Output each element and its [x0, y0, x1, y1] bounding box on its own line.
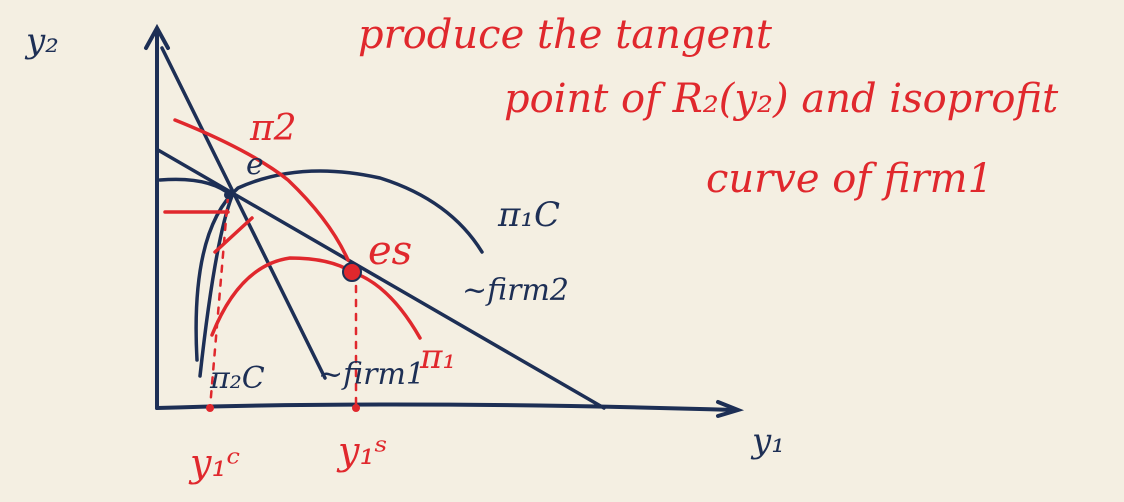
- label-e: e: [246, 147, 264, 182]
- x-axis: [155, 402, 737, 412]
- label-pi1: π₁: [419, 337, 456, 377]
- point-e: [224, 191, 232, 199]
- x-axis-arrow: [716, 400, 745, 418]
- point-y1c: [206, 404, 214, 412]
- label-firm2: ~firm2: [462, 273, 569, 308]
- note-line2: point of R₂(y₂) and isoprofit: [504, 76, 1059, 122]
- label-pi1c: π₁C: [497, 195, 560, 235]
- label-y1s: y₁ˢ: [336, 429, 388, 473]
- x-axis-label: y₁: [750, 421, 785, 461]
- note-line3: curve of firm1: [706, 156, 993, 202]
- label-pi2: π2: [249, 108, 297, 149]
- note-line1: produce the tangent: [358, 12, 773, 58]
- label-pi2c: π₂C: [209, 361, 265, 396]
- point-es: [342, 262, 362, 282]
- pi2-isoprofit-curve: [173, 118, 350, 262]
- y-axis-arrow: [144, 23, 170, 50]
- label-firm1: ~firm1: [318, 357, 425, 392]
- axes: [144, 23, 745, 418]
- y-axis-label: y₂: [24, 21, 59, 61]
- label-y1c: y₁ᶜ: [188, 441, 240, 485]
- label-es: es: [368, 228, 412, 274]
- pi2c-isoprofit-curve: [158, 177, 235, 378]
- point-y1s: [352, 404, 360, 412]
- red-tick-right: [213, 216, 254, 254]
- pi1-isoprofit-curve: [210, 256, 422, 340]
- pi1c-isoprofit-curve: [194, 169, 484, 362]
- firm1-reaction-line: [160, 46, 327, 380]
